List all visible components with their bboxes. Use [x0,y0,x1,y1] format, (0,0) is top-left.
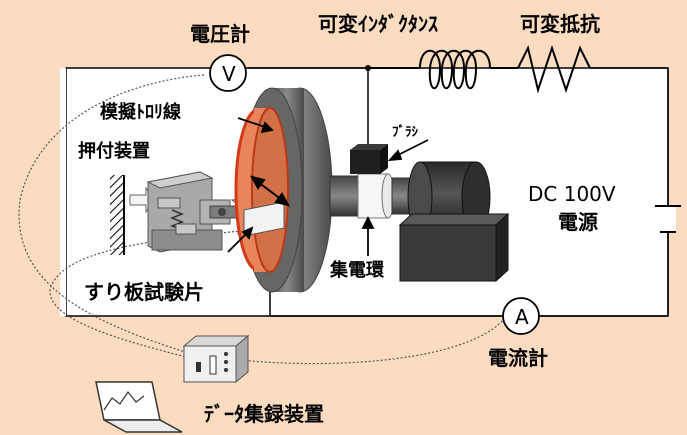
voltmeter-label: 電圧計 [190,22,250,46]
power-source-label: 電源 [558,210,598,234]
trolley-wire-label: 模擬ﾄﾛﾘ線 [100,102,181,123]
battery-icon [655,205,681,233]
laptop-icon [95,381,183,433]
data-logger [182,334,250,384]
callout-arrows [227,117,429,256]
brush-label: ﾌﾞﾗｼ [392,125,418,140]
wall-hatch [110,175,125,255]
ammeter-symbol: A [515,305,529,329]
brush-block [350,144,388,174]
ammeter-icon [502,297,540,335]
data-logger-label: ﾃﾞｰﾀ集録装置 [204,402,324,426]
sliding-plate-label: すり板試験片 [84,280,204,304]
motor [398,161,510,283]
power-voltage-label: DC 100V [528,182,616,206]
oscillation-arrow [250,175,290,207]
pressing-device-label: 押付装置 [78,141,150,162]
resistor-zigzag-icon [517,44,591,94]
signal-wires [18,74,506,365]
inductor-coil-icon [368,49,518,89]
voltmeter-symbol: V [222,62,236,86]
variable-inductance-label: 可変ｲﾝﾀﾞｸﾀﾝｽ [318,12,438,36]
variable-resistance-label: 可変抵抗 [520,12,600,36]
ammeter-label: 電流計 [488,346,548,370]
slip-ring-label: 集電環 [330,260,384,281]
voltmeter-icon [209,54,247,92]
rotating-disc [234,87,333,293]
